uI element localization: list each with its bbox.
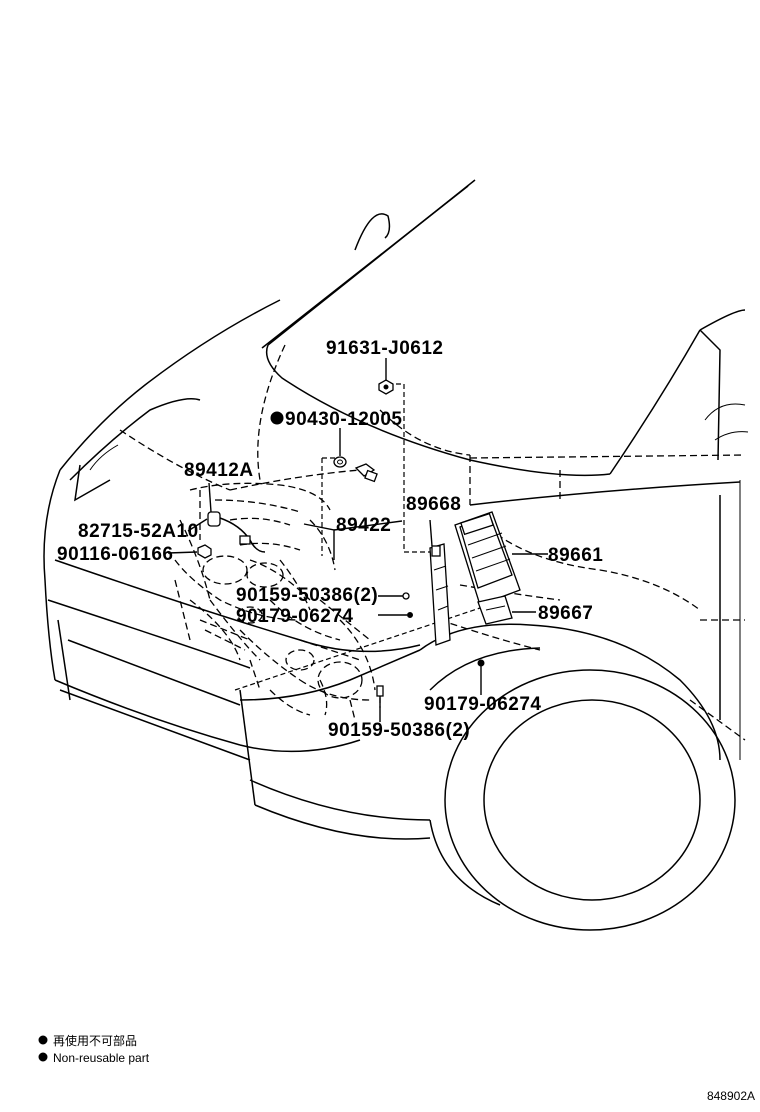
legend-en-text: Non-reusable part [53,1051,150,1065]
part-89667-bracket [477,595,513,625]
legend: 再使用不可部品 Non-reusable part [38,1033,150,1065]
part-90116-bolt [197,544,212,559]
part-89412a-sensor [207,511,266,553]
label-90159-50386-a: 90159-50386(2) [236,585,378,606]
part-89661-ecu [454,511,521,606]
label-91631-j0612: 91631-J0612 [326,338,444,359]
part-90179-nut-a [407,612,413,618]
label-90116-06166: 90116-06166 [57,544,173,565]
part-89422-sensor [354,463,378,483]
part-90430-gasket [333,456,347,468]
label-89667: 89667 [538,603,593,624]
label-89661: 89661 [548,545,603,566]
part-90179-nut-b [477,659,485,667]
label-89668: 89668 [406,494,461,515]
label-90430-12005: 90430-12005 [285,409,403,430]
part-90159-bolt-b [376,685,384,697]
label-89412a: 89412A [184,460,254,481]
engine-assembly [174,482,376,721]
label-90179-06274-a: 90179-06274 [236,606,354,627]
label-89422: 89422 [336,515,391,536]
part-90159-bolt-a [402,592,410,600]
legend-jp-text: 再使用不可部品 [53,1033,137,1048]
label-90159-50386-b: 90159-50386(2) [328,720,470,741]
callout-labels: 91631-J0612 90430-12005 89412A 89668 827… [57,338,603,741]
label-82715-52a10: 82715-52A10 [78,521,199,542]
grouping-lines [234,383,481,708]
diagram-id: 848902A [707,1089,755,1103]
part-89668-bracket [429,543,451,646]
label-90179-06274-b: 90179-06274 [424,694,542,715]
part-91631-bolt [378,379,394,395]
leader-lines [167,358,548,722]
